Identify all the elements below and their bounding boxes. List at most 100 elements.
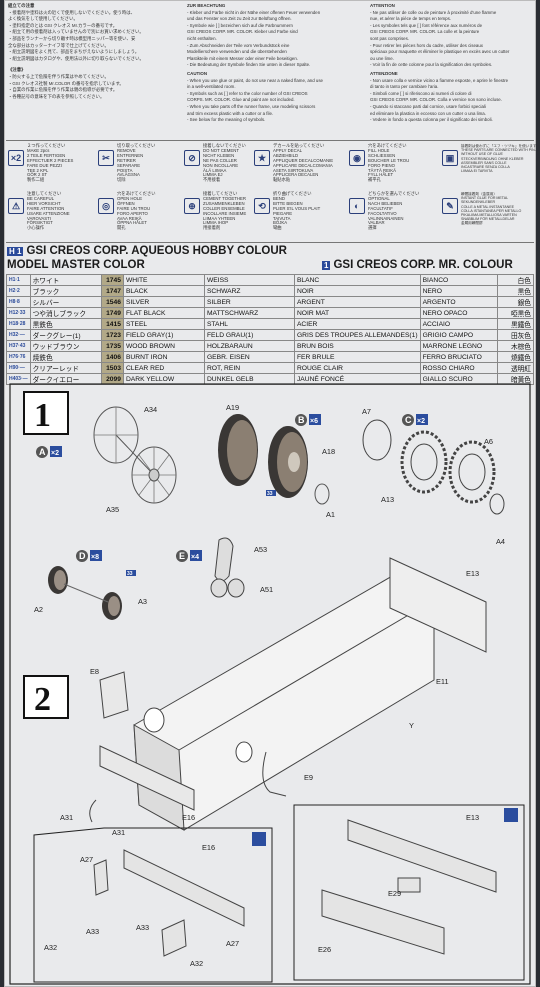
symbol-text: 穴をあけてください OPEN HOLE ÖFFNEN FAIRE UN TROU… bbox=[117, 191, 156, 231]
glue-icon bbox=[252, 832, 266, 846]
divider bbox=[6, 242, 534, 243]
part-label-a53: A53 bbox=[254, 545, 267, 554]
symbol-be-careful: ⚠注意してください BE CAREFUL HIER VORSICHT FAIRE… bbox=[8, 191, 92, 231]
color-number: 1546 bbox=[100, 296, 124, 308]
color-name-cn: 銀色 bbox=[496, 296, 535, 308]
part-label-e13: E13 bbox=[466, 569, 479, 578]
color-name-cn: 田灰色 bbox=[496, 329, 535, 341]
color-name-en: SILVER bbox=[122, 296, 205, 308]
notes-it-line: di tanto in tanto per cambiare l'aria. bbox=[370, 84, 439, 90]
part-label-a1: A1 bbox=[326, 510, 335, 519]
notes-fr-line: sont pas comprises. bbox=[370, 35, 410, 41]
hull-assembly bbox=[133, 557, 487, 831]
mr-color-badge: 1 bbox=[322, 261, 331, 270]
symbol-text: 折り曲げてください BEND BITTE BIEGEN PLIER S'IL V… bbox=[273, 191, 321, 231]
return-roller bbox=[48, 566, 122, 620]
notes-jp-line: ・接着剤や塗料は火の近くで使用しないでください。使う時は、 bbox=[8, 9, 136, 15]
symbol-text: 穴をあけてください FILL HOLE SCHLIESSEN BOUCHER L… bbox=[368, 143, 410, 183]
make-two-icon: ×2 bbox=[8, 150, 24, 166]
callout-e-letter: E bbox=[179, 551, 185, 561]
color-name-cn: 白色 bbox=[496, 274, 535, 286]
color-name-cn: 啞黒色 bbox=[496, 307, 535, 319]
inset-label-e13: E13 bbox=[466, 813, 479, 822]
color-name-cn: 黒色 bbox=[496, 285, 535, 297]
scissors-icon: ✂ bbox=[98, 150, 114, 166]
color-name-fr: ACIER bbox=[293, 318, 421, 330]
symbol-fill-hole: ◉穴をあけてください FILL HOLE SCHLIESSEN BOUCHER … bbox=[349, 143, 433, 183]
color-code: H8·8 bbox=[6, 296, 31, 308]
suspension-arm bbox=[210, 537, 245, 598]
symbol-text: どちらかを選んでください OPTIONAL NACH BELIEBEN FACU… bbox=[368, 191, 420, 231]
aqueous-badge: H 1 bbox=[7, 247, 24, 256]
notes-en-line: in a well-ventilated room. bbox=[187, 84, 236, 90]
color-number: 1747 bbox=[100, 285, 124, 297]
part-label-a35: A35 bbox=[106, 505, 119, 514]
callout-c bbox=[402, 414, 414, 426]
color-name-jp: ホワイト bbox=[29, 274, 102, 286]
notes-en-line: CORPS. MR. COLOR. Glue and paint are not… bbox=[187, 97, 295, 103]
color-name-it: BIANCO bbox=[419, 274, 498, 286]
part-label-e16: E16 bbox=[182, 813, 195, 822]
callout-d-mult-text: ×8 bbox=[91, 554, 99, 561]
notes-fr-heading: ATTENTION bbox=[370, 3, 395, 8]
color-name-it: NERO bbox=[419, 285, 498, 297]
color-name-fr: GRIS DES TROUPES ALLEMANDES(1) bbox=[293, 329, 421, 341]
inset-rear-plate bbox=[321, 819, 497, 955]
color-name-jp: つや消しブラック bbox=[29, 307, 102, 319]
callout-c-mult-text: ×2 bbox=[417, 418, 425, 425]
color-name-fr: ROUGE CLAIR bbox=[293, 362, 421, 374]
bracket-e9 bbox=[262, 751, 287, 797]
symbol-pin-connect: ▣接着剤は使わずに「エフ・ツヅキ」を使います THESE PARTS ARE C… bbox=[442, 144, 536, 182]
symbol-text: 接着剤は使わずに「エフ・ツヅキ」を使います THESE PARTS ARE CO… bbox=[461, 144, 536, 174]
symbol-text: 切り取ってください REMOVE ENTFERNEN RETIRER SEPAR… bbox=[117, 143, 156, 183]
bend-icon: ⟲ bbox=[254, 198, 270, 214]
callout-e-mult-text: ×4 bbox=[191, 554, 199, 561]
notes-de-line: Modellierschere verwenden und die überst… bbox=[187, 49, 287, 55]
glue-icon: ✎ bbox=[442, 198, 458, 214]
diagram-frame bbox=[9, 383, 531, 985]
notes-en-heading: CAUTION bbox=[187, 70, 208, 76]
part-label-a6: A6 bbox=[484, 437, 493, 446]
color-name-cn: 木棕色 bbox=[496, 340, 535, 352]
callout-d-letter: D bbox=[79, 551, 86, 561]
symbol-remove: ✂切り取ってください REMOVE ENTFERNEN RETIRER SEPA… bbox=[98, 143, 182, 183]
notes-jp-caution-heading: 《注意》 bbox=[8, 67, 26, 73]
notes-jp-line: ・部品をランナーから切り離す時は模型用ニッパー等を使い、安 bbox=[8, 35, 136, 41]
notes-jp-line: ・塗料指定のとは GSI クレオス Mr.カラーの番号です。 bbox=[8, 22, 118, 28]
color-name-fr: BRUN BOIS bbox=[293, 340, 421, 352]
color-name-en: CLEAR RED bbox=[122, 362, 205, 374]
callout-b bbox=[295, 414, 307, 426]
color-code: H18·28 bbox=[6, 318, 31, 330]
instruction-sheet: 組立ての注意 ・接着剤や塗料は火の近くで使用しないでください。使う時は、 よく換… bbox=[4, 0, 536, 987]
color-number: 1745 bbox=[100, 274, 124, 286]
part-label-a18: A18 bbox=[322, 447, 335, 456]
color-name-de: ROT, REIN bbox=[203, 362, 295, 374]
color-code: H76·76 bbox=[6, 351, 31, 363]
part-label-a34: A34 bbox=[144, 405, 157, 414]
color-name-en: BLACK bbox=[122, 285, 205, 297]
symbol-text: 注意してください BE CAREFUL HIER VORSICHT FAIRE … bbox=[27, 191, 70, 231]
color-ref-box bbox=[126, 570, 136, 576]
color-name-jp: 黒鉄色 bbox=[29, 318, 102, 330]
notes-en-line: - When you take parts off the runner fra… bbox=[187, 103, 316, 109]
symbol-bend: ⟲折り曲げてください BEND BITTE BIEGEN PLIER S'IL … bbox=[254, 191, 338, 231]
color-number: 1735 bbox=[100, 340, 124, 352]
glue-icon bbox=[504, 808, 518, 822]
color-name-de: MATTSCHWARZ bbox=[203, 307, 295, 319]
color-number: 1415 bbox=[100, 318, 124, 330]
callout-a-mult-text: ×2 bbox=[51, 450, 59, 457]
symbol-do-not-cement: ⊘接着しないでください DO NOT CEMENT NICHT KLEBEN N… bbox=[184, 143, 268, 182]
step-2-box bbox=[23, 675, 69, 719]
notes-jp-line: 全な部分はカッターナイフ等で仕上げてください。 bbox=[8, 42, 109, 48]
notes-it-line: - Quando si staccano parti dal cornice, … bbox=[370, 103, 486, 109]
notes-it-line: ed eliminare la plastica in eccesso con … bbox=[370, 110, 486, 116]
color-number: 1749 bbox=[100, 307, 124, 319]
color-number: 1503 bbox=[100, 362, 124, 374]
part-label-e11: E11 bbox=[436, 677, 449, 686]
fill-hole-icon: ◉ bbox=[349, 150, 365, 166]
